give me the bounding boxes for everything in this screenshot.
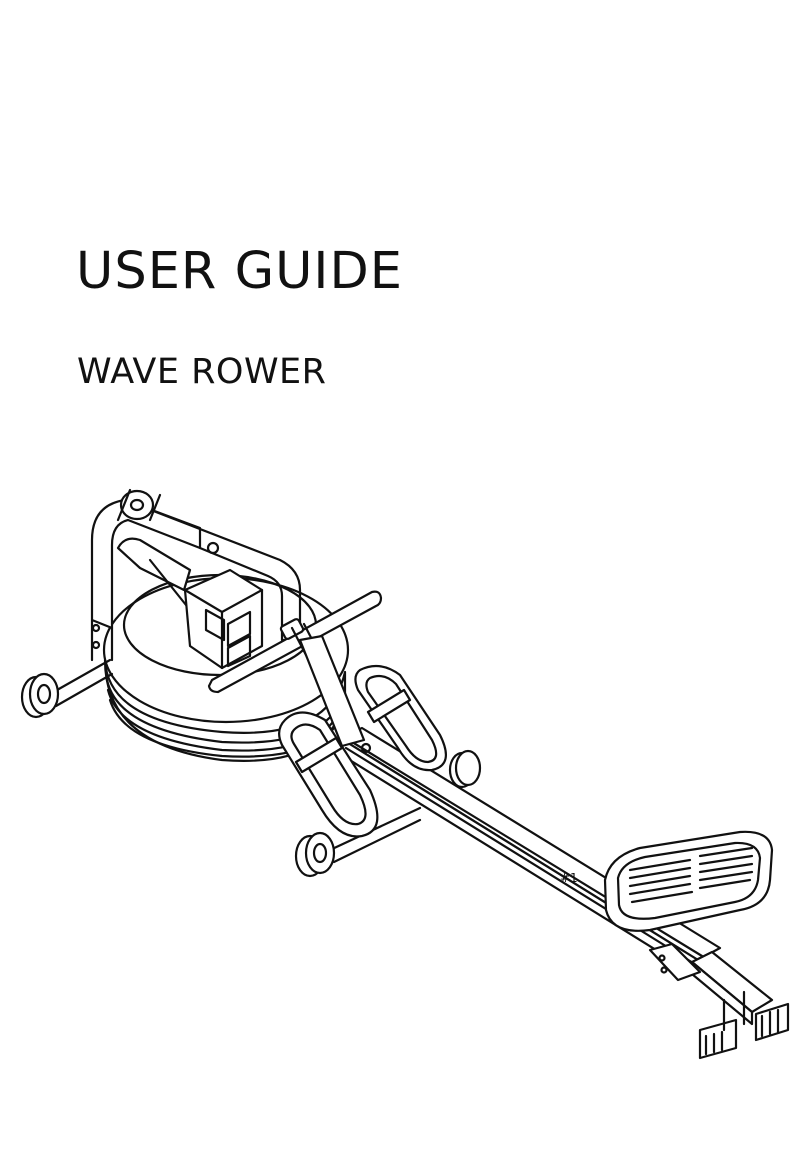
front-wheel-left bbox=[22, 660, 112, 717]
front-wheel-rear bbox=[450, 751, 480, 787]
rear-stabilizer bbox=[650, 944, 788, 1058]
rowing-machine-illustration: #1 bbox=[0, 470, 808, 1090]
svg-text:#1: #1 bbox=[560, 871, 578, 885]
product-name: WAVE ROWER bbox=[77, 355, 327, 390]
rear-footplate bbox=[605, 832, 772, 931]
document-title: USER GUIDE bbox=[76, 246, 403, 297]
